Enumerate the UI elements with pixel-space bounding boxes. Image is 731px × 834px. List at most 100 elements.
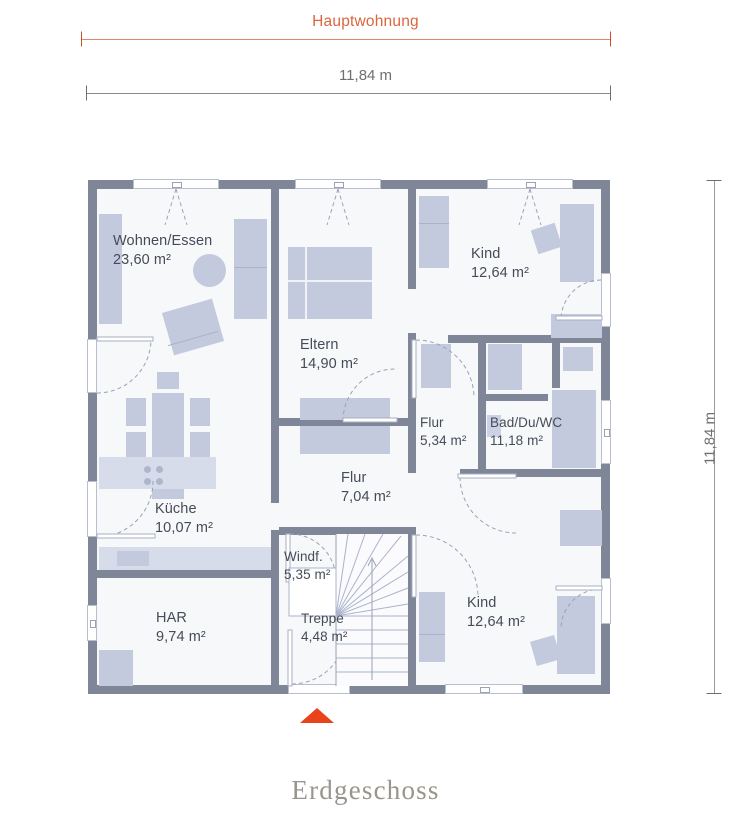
furniture-wardrobe-eltern	[300, 398, 390, 420]
room-name: Küche	[155, 501, 197, 517]
outer-wall-left	[88, 180, 97, 694]
interior-wall-h-5	[279, 527, 416, 535]
furniture-wc	[487, 415, 501, 437]
interior-wall-h-4	[460, 469, 602, 477]
room-name: Flur	[341, 470, 367, 486]
room-area: 10,07 m²	[155, 520, 214, 536]
dimension-tick-bottom	[706, 693, 722, 694]
furniture-shelf-divider	[234, 267, 267, 268]
window-mark-icon	[480, 687, 490, 693]
interior-wall-v-5	[408, 530, 416, 686]
wardrobe-shelf-line	[419, 223, 449, 224]
furniture-har-unit	[99, 650, 133, 686]
window-top-1	[133, 179, 219, 189]
wardrobe-unten-line	[419, 634, 445, 635]
room-area: 7,04 m²	[341, 489, 391, 505]
room-area: 14,90 m²	[300, 356, 359, 372]
furniture-desk-kind-oben	[551, 314, 602, 338]
furniture-chair-r2	[190, 432, 210, 460]
window-mark-icon	[90, 620, 96, 628]
room-name: Eltern	[300, 337, 339, 353]
interior-wall-v-4	[552, 338, 560, 388]
bed-divider-h	[288, 280, 372, 282]
furniture-kitchen-sink	[117, 551, 149, 566]
bed-divider-v	[305, 247, 307, 319]
furniture-double-bed	[288, 247, 372, 319]
furniture-shower-tray	[488, 344, 522, 390]
room-name: Kind	[467, 595, 497, 611]
room-label-bad-du-wc: Bad/Du/WC 11,18 m²	[490, 414, 562, 450]
window-right-2	[601, 400, 611, 464]
furniture-washbasin	[563, 347, 593, 371]
room-label-wohnen-essen: Wohnen/Essen 23,60 m²	[113, 232, 212, 270]
furniture-chair-l2	[126, 432, 146, 460]
dimension-tick-right	[610, 31, 611, 47]
window-top-2	[295, 179, 381, 189]
furniture-sofa-left	[99, 214, 122, 324]
furniture-chair-l1	[126, 398, 146, 426]
apartment-width-dimension-line	[81, 31, 611, 47]
room-label-kind-oben: Kind 12,64 m²	[471, 245, 529, 283]
furniture-bathtub	[552, 390, 596, 468]
furniture-wardrobe-kind-unten	[419, 592, 445, 662]
room-area: 5,34 m²	[420, 433, 467, 448]
interior-wall-v-3	[478, 338, 486, 474]
room-label-windfang: Windf. 5,35 m²	[284, 548, 330, 584]
interior-wall-h-6	[486, 394, 548, 401]
furniture-round-table	[193, 254, 226, 287]
entry-arrow-icon	[300, 708, 334, 723]
room-label-flur-klein: Flur 5,34 m²	[420, 414, 466, 450]
room-name: Kind	[471, 246, 501, 262]
dimension-bar	[714, 180, 715, 694]
window-mark-icon	[172, 182, 182, 188]
window-left-3	[87, 605, 97, 641]
furniture-sideboard-eltern	[300, 426, 390, 454]
overall-width-label: 11,84 m	[338, 67, 393, 84]
interior-wall-h-3	[448, 335, 602, 343]
room-name: Wohnen/Essen	[113, 233, 213, 249]
room-name: Bad/Du/WC	[490, 415, 563, 430]
cooktop-burner-2	[156, 466, 163, 473]
window-right-3	[601, 578, 611, 624]
room-name: Treppe	[301, 611, 344, 626]
window-left-1	[87, 339, 97, 393]
room-name: HAR	[156, 610, 187, 626]
furniture-bed-kind-unten	[557, 596, 595, 674]
interior-wall-v-2b	[408, 333, 416, 473]
furniture-shelf-unit	[234, 219, 267, 319]
room-label-flur-gross: Flur 7,04 m²	[341, 469, 391, 507]
room-label-kind-unten: Kind 12,64 m²	[467, 594, 525, 632]
furniture-bed-kind-oben	[560, 204, 594, 282]
interior-wall-v-6b	[271, 473, 279, 503]
room-area: 5,35 m²	[284, 567, 331, 582]
room-area: 4,48 m²	[301, 629, 348, 644]
room-name: Flur	[420, 415, 444, 430]
room-area: 12,64 m²	[471, 265, 530, 281]
window-mark-icon	[604, 429, 610, 437]
furniture-wardrobe-kind-oben	[419, 196, 449, 268]
furniture-chair-r1	[190, 398, 210, 426]
room-label-eltern: Eltern 14,90 m²	[300, 336, 358, 374]
dimension-tick-right	[610, 85, 611, 101]
window-mark-icon	[526, 182, 536, 188]
dimension-bar	[86, 93, 611, 94]
entry-door-bottom	[288, 684, 350, 694]
window-mark-icon	[334, 182, 344, 188]
overall-height-dimension-line	[706, 180, 722, 694]
room-area: 11,18 m²	[490, 433, 544, 448]
dimension-tick-left	[81, 31, 82, 47]
room-label-har: HAR 9,74 m²	[156, 609, 206, 647]
interior-wall-v-6	[271, 530, 279, 686]
room-label-kueche: Küche 10,07 m²	[155, 500, 213, 538]
room-area: 23,60 m²	[113, 252, 172, 268]
interior-wall-v-1	[271, 189, 279, 473]
furniture-chair-top	[157, 372, 179, 389]
window-left-2	[87, 481, 97, 537]
floor-title: Erdgeschoss	[291, 775, 440, 805]
room-name: Windf.	[284, 549, 323, 564]
furniture-desk-kind-unten	[560, 510, 602, 546]
dimension-tick-top	[706, 180, 722, 181]
room-area: 9,74 m²	[156, 629, 206, 645]
